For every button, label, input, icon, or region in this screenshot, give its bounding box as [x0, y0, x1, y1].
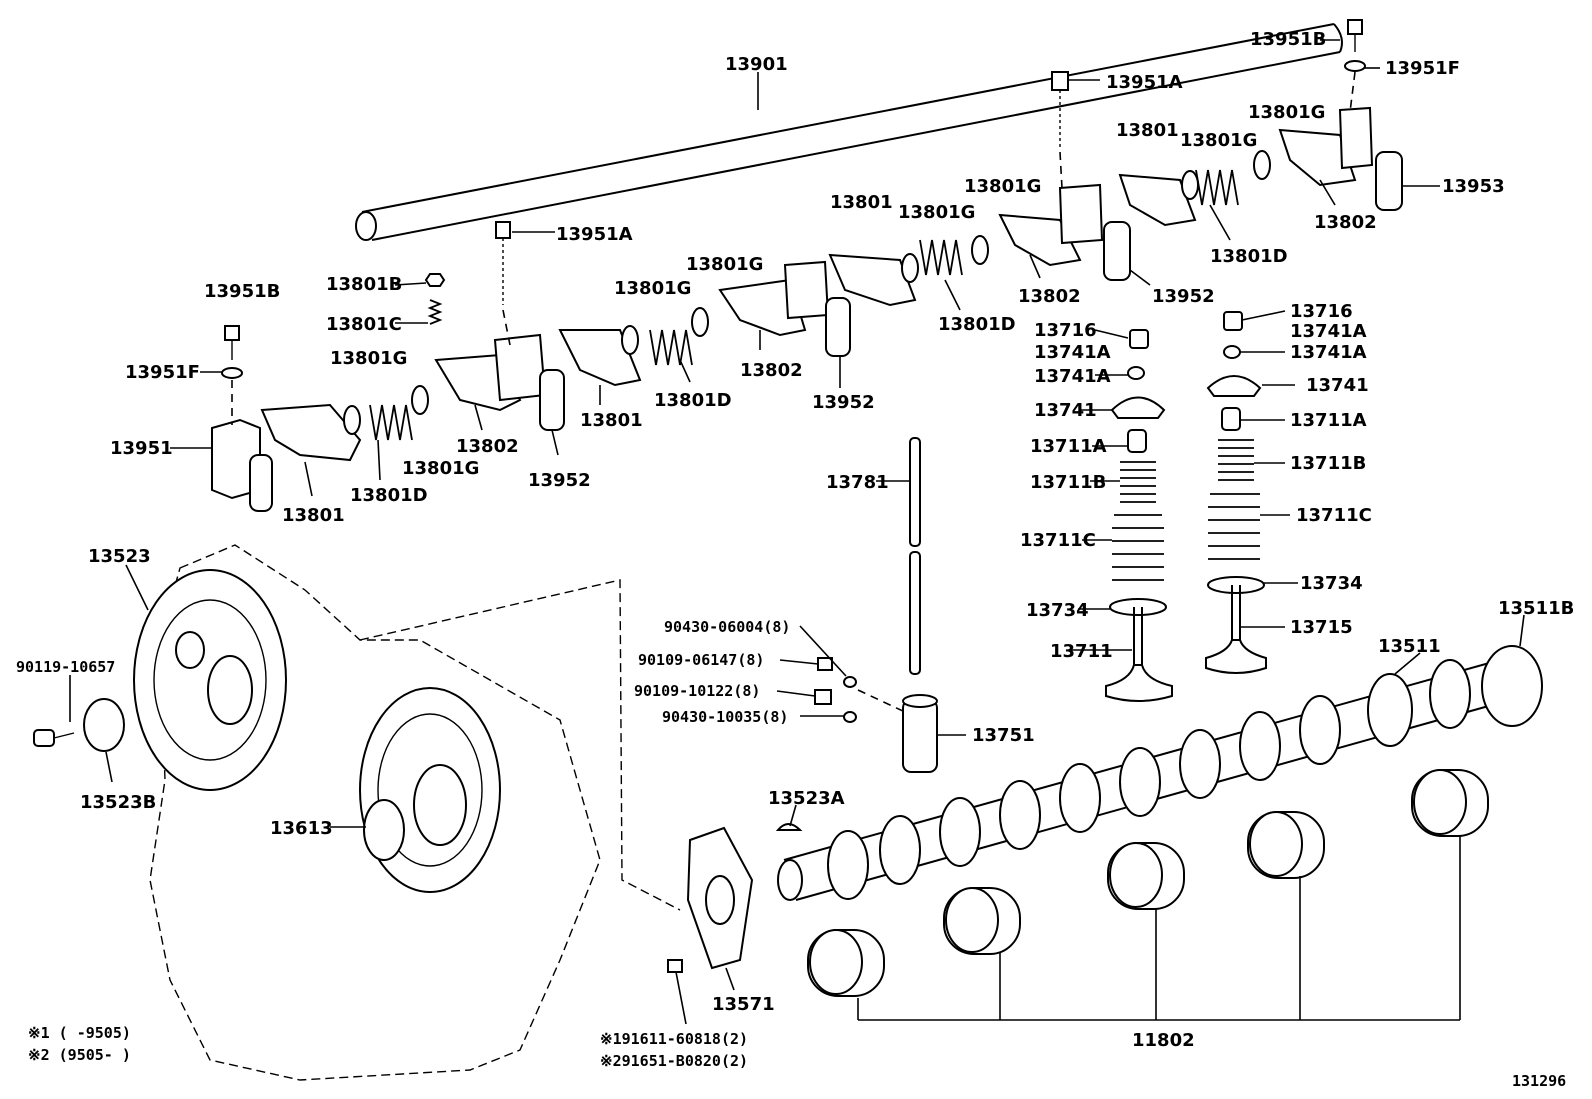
label-91611-60818[interactable]: ※191611-60818(2)	[600, 1030, 748, 1048]
label-13952-mid[interactable]: 13952	[1152, 286, 1215, 307]
label-13751[interactable]: 13751	[972, 725, 1035, 746]
label-13801-left[interactable]: 13801	[282, 505, 345, 526]
label-13802-top[interactable]: 13802	[1314, 212, 1377, 233]
label-13715[interactable]: 13715	[1290, 617, 1353, 638]
label-13801-top[interactable]: 13801	[1116, 120, 1179, 141]
label-13716-b[interactable]: 13716	[1290, 301, 1353, 322]
label-13802-mid[interactable]: 13802	[1018, 286, 1081, 307]
label-13951b-left[interactable]: 13951B	[204, 281, 280, 302]
label-13801d-left[interactable]: 13801D	[350, 485, 428, 506]
label-13951a-top[interactable]: 13951A	[1106, 72, 1183, 93]
thrust-plate[interactable]	[667, 823, 803, 973]
label-13741a-a1[interactable]: 13741A	[1034, 342, 1111, 363]
label-13711b-b[interactable]: 13711B	[1290, 453, 1366, 474]
leader-lines	[69, 39, 1525, 1025]
label-11802[interactable]: 11802	[1132, 1030, 1195, 1051]
label-13511[interactable]: 13511	[1378, 636, 1441, 657]
label-13613[interactable]: 13613	[270, 818, 333, 839]
label-13741-b[interactable]: 13741	[1306, 375, 1369, 396]
label-13711a-a[interactable]: 13711A	[1030, 436, 1107, 457]
timing-gear-housing[interactable]	[149, 544, 681, 1081]
label-13801g-left[interactable]: 13801G	[330, 348, 407, 369]
label-13951a-left[interactable]: 13951A	[556, 224, 633, 245]
label-13523[interactable]: 13523	[88, 546, 151, 567]
label-13741a-b2[interactable]: 13741A	[1290, 342, 1367, 363]
label-13951[interactable]: 13951	[110, 438, 173, 459]
label-13801-mid[interactable]: 13801	[830, 192, 893, 213]
label-13802-c[interactable]: 13802	[740, 360, 803, 381]
label-13741-a[interactable]: 13741	[1034, 400, 1097, 421]
rocker-shaft[interactable]	[355, 23, 1343, 241]
push-rod[interactable]	[909, 437, 921, 675]
label-90119-10657[interactable]: 90119-10657	[16, 658, 115, 676]
crank-timing-gear[interactable]	[133, 569, 287, 791]
footnote-1: ※1 ( -9505)	[28, 1024, 131, 1042]
label-13741a-b1[interactable]: 13741A	[1290, 321, 1367, 342]
label-13801g-mid1[interactable]: 13801G	[964, 176, 1041, 197]
label-13711c-a[interactable]: 13711C	[1020, 530, 1096, 551]
camshaft[interactable]	[777, 645, 1543, 901]
label-13951f-left[interactable]: 13951F	[125, 362, 200, 383]
label-13951b-top[interactable]: 13951B	[1250, 29, 1326, 50]
label-13802-left[interactable]: 13802	[456, 436, 519, 457]
diagram-id: 131296	[1512, 1072, 1566, 1090]
label-13801d-c[interactable]: 13801D	[654, 390, 732, 411]
label-13711[interactable]: 13711	[1050, 641, 1113, 662]
label-13716-a[interactable]: 13716	[1034, 320, 1097, 341]
rocker-bolts[interactable]	[221, 19, 1366, 425]
label-13734-a[interactable]: 13734	[1026, 600, 1089, 621]
label-13801-c[interactable]: 13801	[580, 410, 643, 431]
valve-lifter[interactable]	[902, 694, 938, 773]
label-13801c[interactable]: 13801C	[326, 314, 402, 335]
label-13711b-a[interactable]: 13711B	[1030, 472, 1106, 493]
label-13801g-top2[interactable]: 13801G	[1180, 130, 1257, 151]
label-13571[interactable]: 13571	[712, 994, 775, 1015]
label-90430-06004[interactable]: 90430-06004(8)	[664, 618, 790, 636]
label-13952-c[interactable]: 13952	[812, 392, 875, 413]
rocker-arm-assembly[interactable]	[211, 106, 1403, 512]
label-13523a[interactable]: 13523A	[768, 788, 845, 809]
label-13801g-mid2[interactable]: 13801G	[898, 202, 975, 223]
lifter-bolts[interactable]	[814, 657, 906, 723]
label-13951f-top[interactable]: 13951F	[1385, 58, 1460, 79]
camshaft-bearings[interactable]	[807, 769, 1489, 1021]
label-13711c-b[interactable]: 13711C	[1296, 505, 1372, 526]
label-13711a-b[interactable]: 13711A	[1290, 410, 1367, 431]
label-91651-b0820[interactable]: ※291651-B0820(2)	[600, 1052, 748, 1070]
valve-assembly-right[interactable]	[1205, 311, 1267, 674]
label-13801g-c2[interactable]: 13801G	[614, 278, 691, 299]
label-13523b[interactable]: 13523B	[80, 792, 156, 813]
label-13781[interactable]: 13781	[826, 472, 889, 493]
footnote-2: ※2 (9505- )	[28, 1046, 131, 1064]
part-labels: 13901 13951B 13951F 13951A 13801 13801G …	[16, 29, 1574, 1090]
label-13734-b[interactable]: 13734	[1300, 573, 1363, 594]
valve-assembly-left[interactable]	[1105, 329, 1173, 702]
label-90109-10122[interactable]: 90109-10122(8)	[634, 682, 760, 700]
label-13801d-top[interactable]: 13801D	[1210, 246, 1288, 267]
label-13801d-mid[interactable]: 13801D	[938, 314, 1016, 335]
label-13801g-c[interactable]: 13801G	[686, 254, 763, 275]
label-13901[interactable]: 13901	[725, 54, 788, 75]
label-90109-06147[interactable]: 90109-06147(8)	[638, 651, 764, 669]
label-13511b[interactable]: 13511B	[1498, 598, 1574, 619]
label-13801g-left2[interactable]: 13801G	[402, 458, 479, 479]
cam-timing-gear[interactable]	[359, 687, 501, 893]
gear-bolt[interactable]	[33, 698, 125, 752]
label-13953[interactable]: 13953	[1442, 176, 1505, 197]
label-13801g-top1[interactable]: 13801G	[1248, 102, 1325, 123]
label-13801b[interactable]: 13801B	[326, 274, 402, 295]
label-13741a-a2[interactable]: 13741A	[1034, 366, 1111, 387]
label-13952-left[interactable]: 13952	[528, 470, 591, 491]
label-90430-10035[interactable]: 90430-10035(8)	[662, 708, 788, 726]
